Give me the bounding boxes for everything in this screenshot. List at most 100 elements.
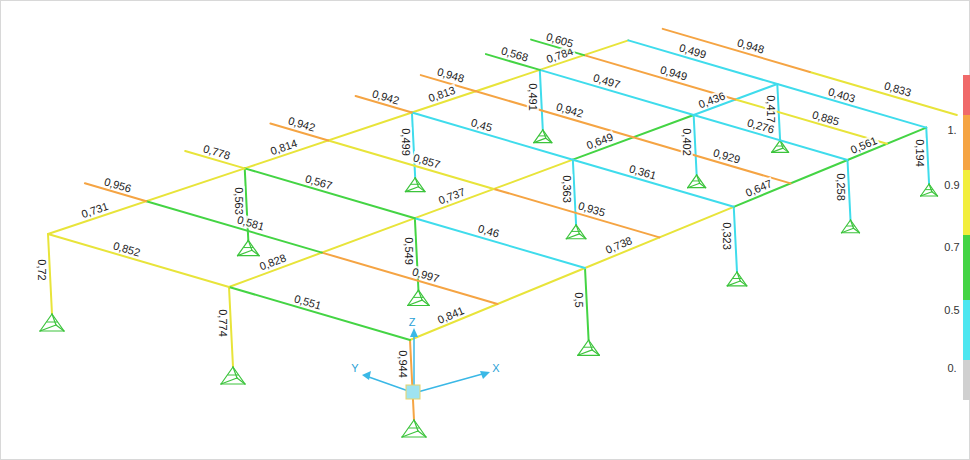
pin-support bbox=[405, 187, 418, 192]
pin-support bbox=[418, 290, 422, 300]
ratio-value: 0,935 bbox=[576, 199, 608, 219]
beam-member bbox=[494, 189, 660, 237]
pin-support bbox=[688, 183, 700, 188]
axis-z bbox=[413, 332, 415, 393]
axis-head bbox=[480, 371, 490, 379]
pin-support bbox=[402, 431, 418, 437]
pin-support bbox=[566, 234, 579, 239]
pin-support bbox=[572, 231, 580, 232]
pin-support bbox=[233, 367, 237, 378]
pin-support bbox=[926, 189, 933, 190]
ratio-value: 0,852 bbox=[110, 239, 142, 259]
pin-support bbox=[248, 240, 252, 250]
pin-support bbox=[414, 420, 418, 431]
pin-support bbox=[418, 431, 426, 437]
column-member bbox=[48, 234, 52, 314]
ratio-value: 0,929 bbox=[711, 146, 743, 166]
pin-support bbox=[52, 314, 56, 325]
ratio-value: 0,563 bbox=[232, 186, 244, 216]
bar-yellow bbox=[963, 170, 970, 235]
ratio-value: 0,499 bbox=[677, 41, 709, 61]
ratio-value: 0,5 bbox=[573, 292, 585, 309]
pin-support bbox=[929, 184, 932, 192]
axis-x bbox=[414, 373, 486, 393]
column-member bbox=[734, 207, 737, 272]
beam-member bbox=[229, 287, 410, 340]
pin-support bbox=[578, 355, 600, 356]
ratio-value: 0,363 bbox=[560, 174, 572, 204]
pin-support bbox=[693, 180, 701, 181]
ratio-value: 0,323 bbox=[721, 221, 733, 251]
ratio-value: 0,567 bbox=[303, 172, 335, 192]
pin-support bbox=[422, 300, 429, 305]
axis-head bbox=[410, 328, 418, 337]
pin-support bbox=[847, 226, 855, 227]
ratio-value: 0,403 bbox=[826, 85, 858, 105]
beam-member bbox=[48, 168, 245, 234]
pin-support bbox=[733, 278, 741, 279]
pin-support bbox=[237, 378, 245, 384]
pin-support bbox=[56, 325, 64, 331]
ratio-value: 0,942 bbox=[554, 100, 586, 120]
pin-support bbox=[727, 281, 740, 286]
beam-member bbox=[412, 70, 540, 113]
pin-support bbox=[697, 175, 700, 183]
pin-support bbox=[579, 234, 586, 239]
ratio-value: 0,499 bbox=[399, 127, 411, 157]
ratio-value: 0,402 bbox=[681, 127, 693, 157]
column-member bbox=[573, 160, 576, 225]
pin-support bbox=[584, 347, 593, 348]
column-member bbox=[926, 128, 929, 184]
pin-support bbox=[418, 187, 425, 192]
pin-support bbox=[592, 350, 599, 355]
ratio-color-bar bbox=[963, 75, 970, 400]
column-member bbox=[540, 70, 543, 130]
bar-grey bbox=[963, 360, 970, 400]
ratio-value: 0,491 bbox=[527, 82, 539, 112]
pin-support bbox=[238, 250, 252, 255]
pin-support bbox=[252, 250, 259, 255]
pin-support bbox=[40, 325, 56, 331]
pin-support bbox=[534, 138, 546, 143]
scale-tick: 0.5 bbox=[943, 304, 960, 316]
bar-cyan bbox=[963, 300, 970, 360]
scale-tick: 0.7 bbox=[943, 241, 960, 253]
ratio-value: 0,605 bbox=[544, 30, 576, 50]
pin-support bbox=[842, 228, 854, 233]
pin-support bbox=[409, 428, 419, 429]
ratio-value: 0,948 bbox=[435, 66, 467, 86]
pin-support bbox=[576, 225, 579, 234]
pin-support bbox=[408, 305, 430, 306]
ratio-value: 0,942 bbox=[286, 114, 318, 134]
column-member bbox=[412, 113, 415, 178]
pin-support bbox=[47, 322, 57, 323]
beam-member bbox=[573, 160, 734, 207]
ratio-value: 0,997 bbox=[410, 265, 442, 285]
pin-support bbox=[411, 184, 419, 185]
bar-red bbox=[963, 75, 970, 115]
axis-label: X bbox=[491, 362, 500, 374]
ratio-value: 0,778 bbox=[201, 142, 233, 162]
pin-support bbox=[854, 228, 860, 233]
beam-member bbox=[412, 113, 573, 160]
ratio-value: 0,956 bbox=[102, 175, 134, 195]
ratio-value: 0,774 bbox=[217, 308, 229, 338]
pin-support bbox=[546, 138, 552, 143]
pin-support bbox=[589, 340, 593, 350]
axis-head bbox=[362, 371, 371, 380]
pin-support bbox=[740, 281, 747, 286]
pin-support bbox=[737, 272, 740, 281]
pin-support bbox=[408, 300, 422, 305]
scale-tick: 0. bbox=[946, 362, 957, 374]
axis-label: Z bbox=[408, 316, 417, 328]
pin-support bbox=[700, 183, 706, 188]
ratio-value: 0,551 bbox=[291, 292, 323, 312]
ratio-value: 0,568 bbox=[499, 44, 531, 64]
ratio-value: 0,944 bbox=[397, 349, 409, 379]
ratio-value: 0,813 bbox=[425, 84, 457, 105]
beam-member bbox=[415, 218, 585, 268]
ratio-value: 0,948 bbox=[734, 36, 766, 56]
column-member bbox=[694, 115, 697, 175]
axis-label: Y bbox=[350, 362, 359, 374]
